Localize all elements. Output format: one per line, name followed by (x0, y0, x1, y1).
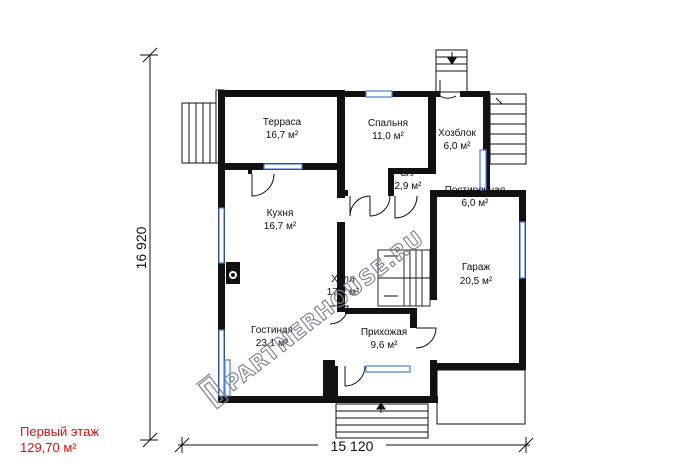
room-area-terrace: 16,7 м² (266, 130, 299, 141)
room-labels: Терраса 16,7 м² Спальня 11,0 м² Хозблок … (251, 117, 505, 351)
room-name-laundry: Постирочная (445, 185, 506, 196)
room-area-garage: 20,5 м² (460, 276, 493, 287)
floor-area: 129,70 м² (20, 440, 77, 455)
room-name-utility: Хозблок (438, 127, 476, 139)
room-area-hall: 17,2 м² (327, 287, 360, 298)
room-area-bathroom: 2,9 м² (395, 181, 423, 192)
utility-porch (435, 49, 468, 93)
garage-apron (436, 369, 526, 425)
height-dimension: 16 920 (133, 226, 149, 269)
boiler-icon (226, 262, 240, 284)
doors (251, 80, 457, 387)
room-name-living: Гостиная (251, 325, 293, 336)
hall-staircase (377, 249, 431, 307)
room-name-terrace: Терраса (263, 117, 302, 128)
room-area-bedroom: 11,0 м² (372, 131, 404, 142)
room-name-garage: Гараж (462, 262, 491, 273)
room-area-kitchen: 16,7 м² (264, 221, 297, 232)
windows (218, 90, 526, 397)
room-area-laundry: 6,0 м² (462, 198, 490, 209)
terrace-stairs (181, 89, 225, 164)
room-area-living: 23,1 м² (256, 338, 289, 349)
width-dimension-label: 15 120 (331, 438, 374, 454)
room-name-bathroom: С/У (400, 168, 417, 179)
room-name-entrance: Прихожая (361, 327, 407, 338)
room-name-hall: Холл (331, 274, 355, 285)
room-name-bedroom: Спальня (368, 118, 408, 129)
room-area-utility: 6,0 м² (444, 141, 472, 152)
room-area-entrance: 9,6 м² (371, 340, 399, 351)
floor-title: Первый этаж (20, 424, 99, 439)
width-dimension-bg (318, 438, 386, 454)
entrance-stairs (335, 402, 429, 439)
watermark-logo-icon (195, 373, 230, 410)
garage-side-stairs (489, 93, 527, 165)
room-name-kitchen: Кухня (267, 208, 294, 219)
watermark: PARTNERHOUSE.RU (195, 225, 429, 410)
